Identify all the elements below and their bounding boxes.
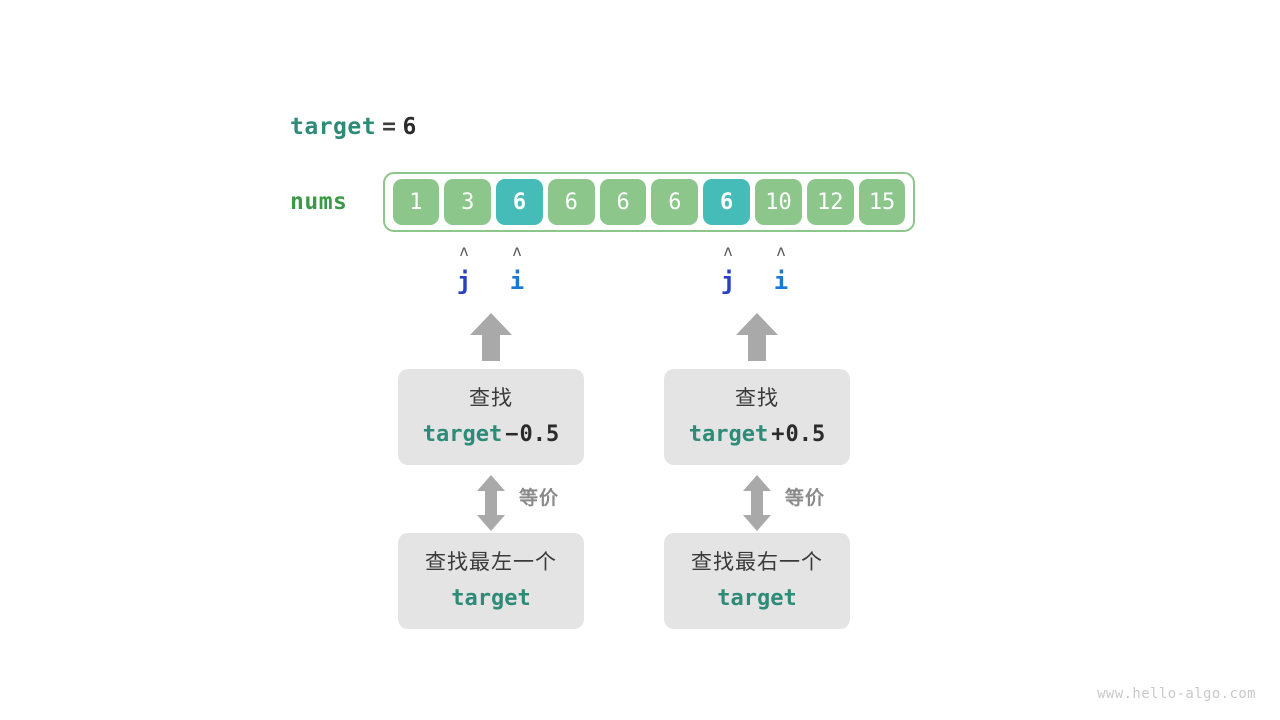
target-keyword: target — [290, 114, 377, 140]
box-line-2: target — [717, 583, 796, 615]
array-cell: 1 — [392, 179, 440, 225]
array-cell: 3 — [444, 179, 492, 225]
target-keyword: target — [451, 586, 531, 611]
up-arrow-icon-right — [736, 313, 778, 361]
target-keyword: target — [422, 422, 503, 447]
caret-icon: ʌ — [512, 242, 522, 260]
up-arrow-icon-left — [470, 313, 512, 361]
caret-icon: ʌ — [459, 242, 469, 260]
operator: − — [505, 422, 519, 447]
pointer-i-left: ʌ i — [502, 244, 532, 296]
pointer-label: i — [509, 267, 525, 295]
lower-box-right: 查找最右一个 target — [664, 533, 850, 629]
target-declaration: target=6 — [290, 113, 417, 141]
array-cell: 6 — [547, 179, 595, 225]
array-cell: 6 — [599, 179, 647, 225]
pointer-label: j — [720, 267, 736, 295]
offset-number: 0.5 — [785, 422, 826, 447]
caret-icon: ʌ — [776, 242, 786, 260]
array-cell-highlighted: 6 — [496, 179, 543, 225]
array-cell: 10 — [755, 179, 802, 225]
box-line-1: 查找最右一个 — [691, 550, 823, 574]
nums-array: 1 3 6 6 6 6 6 10 12 15 — [383, 172, 915, 232]
watermark: www.hello-algo.com — [1097, 686, 1256, 702]
equivalence-label-left: 等价 — [519, 487, 560, 509]
array-cell: 12 — [806, 179, 854, 225]
double-arrow-icon-left — [477, 475, 505, 531]
nums-label: nums — [290, 189, 348, 215]
double-arrow-icon-right — [743, 475, 771, 531]
box-line-1: 查找 — [735, 386, 779, 410]
offset-number: 0.5 — [519, 422, 560, 447]
operator: + — [771, 422, 785, 447]
box-line-1: 查找 — [469, 386, 513, 410]
array-cell: 15 — [858, 179, 906, 225]
pointer-i-right: ʌ i — [766, 244, 796, 296]
target-keyword: target — [688, 422, 769, 447]
box-line-2: target+0.5 — [689, 419, 825, 451]
array-cell-highlighted: 6 — [703, 179, 751, 225]
upper-box-left: 查找 target−0.5 — [398, 369, 584, 465]
lower-box-left: 查找最左一个 target — [398, 533, 584, 629]
array-cell: 6 — [651, 179, 699, 225]
equals-operator: = — [382, 114, 397, 140]
pointer-label: j — [456, 267, 472, 295]
equivalence-label-right: 等价 — [785, 487, 826, 509]
box-line-2: target−0.5 — [423, 419, 559, 451]
pointer-j-right: ʌ j — [713, 244, 743, 296]
target-keyword: target — [717, 586, 797, 611]
pointer-label: i — [773, 267, 789, 295]
pointer-j-left: ʌ j — [449, 244, 479, 296]
upper-box-right: 查找 target+0.5 — [664, 369, 850, 465]
caret-icon: ʌ — [723, 242, 733, 260]
target-value: 6 — [402, 114, 417, 140]
box-line-2: target — [451, 583, 530, 615]
box-line-1: 查找最左一个 — [425, 550, 557, 574]
